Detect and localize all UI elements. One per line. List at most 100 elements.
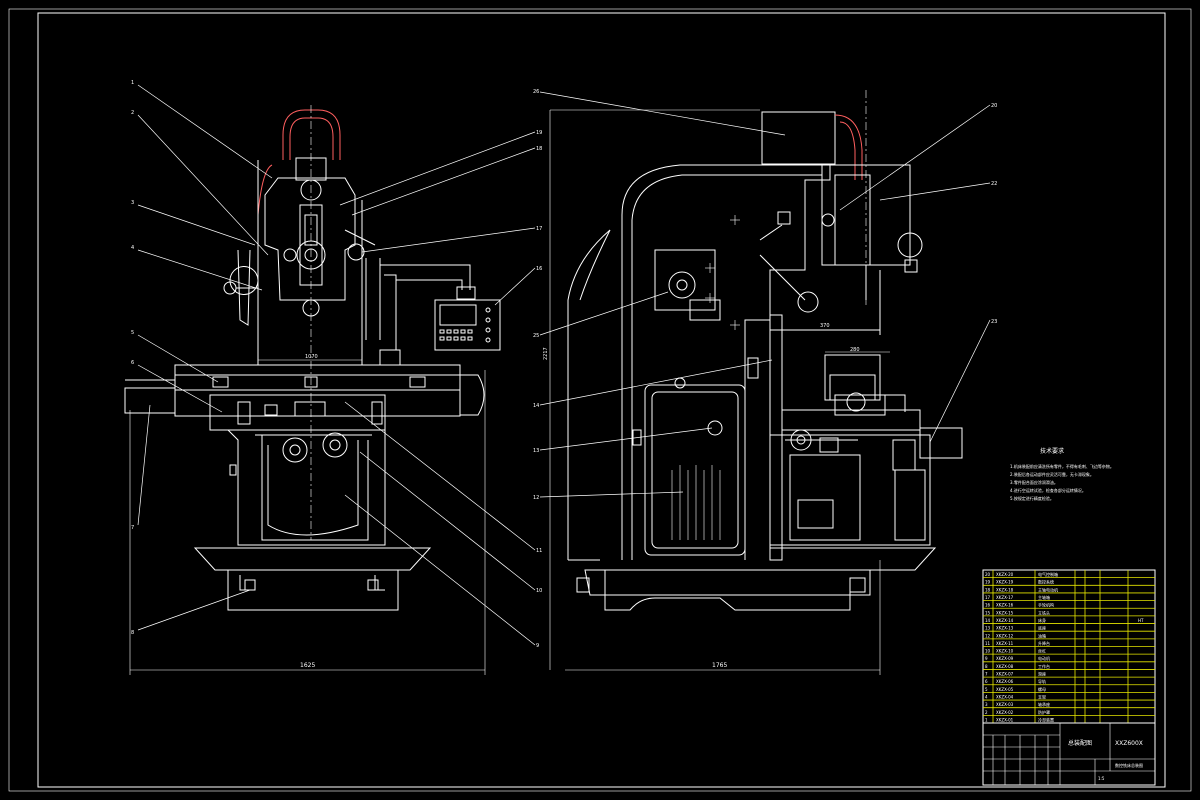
bom-item-number: 10 (985, 649, 991, 654)
bom-item-name: 螺母 (1038, 686, 1046, 692)
bom-item-code: XKZX-06 (996, 679, 1014, 684)
bom-item-number: 7 (985, 672, 988, 677)
outer-border (8, 8, 1192, 792)
bom-item-number: 5 (985, 687, 988, 692)
technical-notes: 技术要求 1.机床装配前应清洗所有零件，不得有毛刺、飞边等杂物。 2.装配后各运… (1010, 447, 1114, 501)
bom-item-name: 滑座 (1038, 671, 1046, 677)
callout-25: 25 (533, 333, 539, 339)
callout-11: 11 (536, 548, 542, 554)
bom-item-name: 轴承座 (1038, 701, 1050, 707)
drawing-name: 总装配图 (1068, 739, 1092, 747)
side-dim-370: 370 (820, 323, 830, 329)
bom-item-name: 主轴电动机 (1038, 586, 1058, 592)
inner-border (37, 12, 1166, 788)
bom-item-code: XKZX-02 (996, 710, 1014, 715)
bom-item-number: 1 (985, 717, 988, 722)
bom-item-code: XKZX-18 (996, 587, 1014, 592)
bom-item-code: XKZX-04 (996, 694, 1014, 699)
bom-item-number: 16 (985, 603, 991, 608)
bom-item-name: 导轨 (1038, 678, 1046, 684)
callout-7: 7 (131, 525, 134, 531)
bom-item-name: 底座 (1038, 625, 1046, 631)
note-line-3: 3.零件配合面应涂润滑油。 (1010, 479, 1058, 485)
callout-9: 9 (536, 643, 539, 649)
bom-item-number: 3 (985, 702, 988, 707)
bom-item-name: 工作台 (1038, 663, 1050, 669)
note-line-5: 5.按规定进行精度检验。 (1010, 495, 1054, 501)
bom-item-code: XKZX-13 (996, 626, 1014, 631)
notes-title: 技术要求 (1040, 447, 1064, 455)
side-height-dim: 2217 (543, 347, 549, 360)
scale: 1:5 (1098, 776, 1105, 781)
side-view: 370 280 (533, 89, 997, 675)
bom-table: HT 20 XKZX-20 电气控制箱 1 9 XKZX-19 数控系统 18 XKZX-18 主… (982, 569, 1156, 724)
bom-item-code: XKZX-14 (996, 618, 1014, 623)
bom-item-name: 冷却装置 (1038, 716, 1054, 722)
bom-item-number: 18 (985, 587, 991, 592)
bom-item-number: 20 (985, 572, 991, 577)
side-width-dim: 1765 (712, 662, 727, 669)
front-view: 1625 1070 1 2 3 4 5 6 7 8 9 (124, 80, 542, 675)
bom-item-name: 手轮机构 (1038, 602, 1054, 608)
callout-1: 1 (131, 80, 134, 86)
callout-3: 3 (131, 200, 134, 206)
side-dim-280: 280 (850, 347, 860, 353)
callout-10: 10 (536, 588, 542, 594)
front-inner-dim: 1070 (305, 354, 318, 360)
bom-item-number: 12 (985, 633, 991, 638)
bom-item-number: 14 (985, 618, 991, 623)
bom-item-number: 11 (985, 641, 991, 646)
callout-22: 22 (991, 181, 997, 187)
callout-12: 12 (533, 495, 539, 501)
callout-19: 19 (536, 130, 542, 136)
bom-item-name: 丝杠 (1038, 648, 1046, 654)
callout-26: 26 (533, 89, 539, 95)
drawing-number: XXZ600X (1115, 740, 1143, 747)
bom-item-name: 升降台 (1038, 640, 1050, 646)
callout-4: 4 (131, 245, 134, 251)
bom-item-code: XKZX-03 (996, 702, 1014, 707)
bom-item-name: 床身 (1038, 617, 1046, 623)
bom-item-code: XKZX-11 (996, 641, 1014, 646)
bom-item-code: XKZX-12 (996, 633, 1014, 638)
callout-13: 13 (533, 448, 539, 454)
bom-item-name: 主轴箱 (1038, 594, 1050, 600)
bom-item-number: 9 (985, 656, 988, 661)
bom-item-code: XKZX-17 (996, 595, 1014, 600)
bom-item-number: 8 (985, 664, 988, 669)
bom-item-code: XKZX-07 (996, 672, 1014, 677)
bom-item-number: 17 (985, 595, 991, 600)
bom-item-name: 支架 (1038, 693, 1046, 699)
callout-23: 23 (991, 319, 997, 325)
callout-8: 8 (131, 630, 134, 636)
company-name: 数控铣床总装图 (1115, 762, 1143, 768)
bom-item-code: XKZX-20 (996, 572, 1014, 577)
bom-item-code: XKZX-16 (996, 603, 1014, 608)
note-line-4: 4.进行空运转试验，检查各部分运转情况。 (1010, 487, 1086, 493)
bom-material-note: HT (1138, 618, 1144, 623)
callout-2: 2 (131, 110, 134, 116)
bom-item-code: XKZX-15 (996, 610, 1014, 615)
bom-item-name: 立铣头 (1038, 609, 1050, 615)
callout-14: 14 (533, 403, 539, 409)
bom-item-code: XKZX-05 (996, 687, 1014, 692)
callout-18: 18 (536, 146, 542, 152)
bom-item-name: 数控系统 (1038, 579, 1054, 585)
note-line-2: 2.装配后各运动部件应灵活可靠，无卡滞现象。 (1010, 471, 1094, 477)
callout-16: 16 (536, 266, 542, 272)
callout-17: 17 (536, 226, 542, 232)
bom-item-code: XKZX-10 (996, 649, 1014, 654)
bom-item-code: XKZX-09 (996, 656, 1014, 661)
callout-6: 6 (131, 360, 134, 366)
bom-item-number: 6 (985, 679, 988, 684)
bom-item-name: 电动机 (1038, 655, 1050, 661)
bom-item-name: 电气控制箱 (1038, 571, 1058, 577)
callout-20: 20 (991, 103, 997, 109)
bom-item-number: 13 (985, 626, 991, 631)
bom-item-code: XKZX-19 (996, 580, 1014, 585)
bom-item-number: 2 (985, 710, 988, 715)
front-width-dim: 1625 (300, 662, 315, 669)
title-block: 总装配图 XXZ600X 数控铣床总装图 1:5 (982, 722, 1156, 786)
bom-item-code: XKZX-01 (996, 717, 1014, 722)
